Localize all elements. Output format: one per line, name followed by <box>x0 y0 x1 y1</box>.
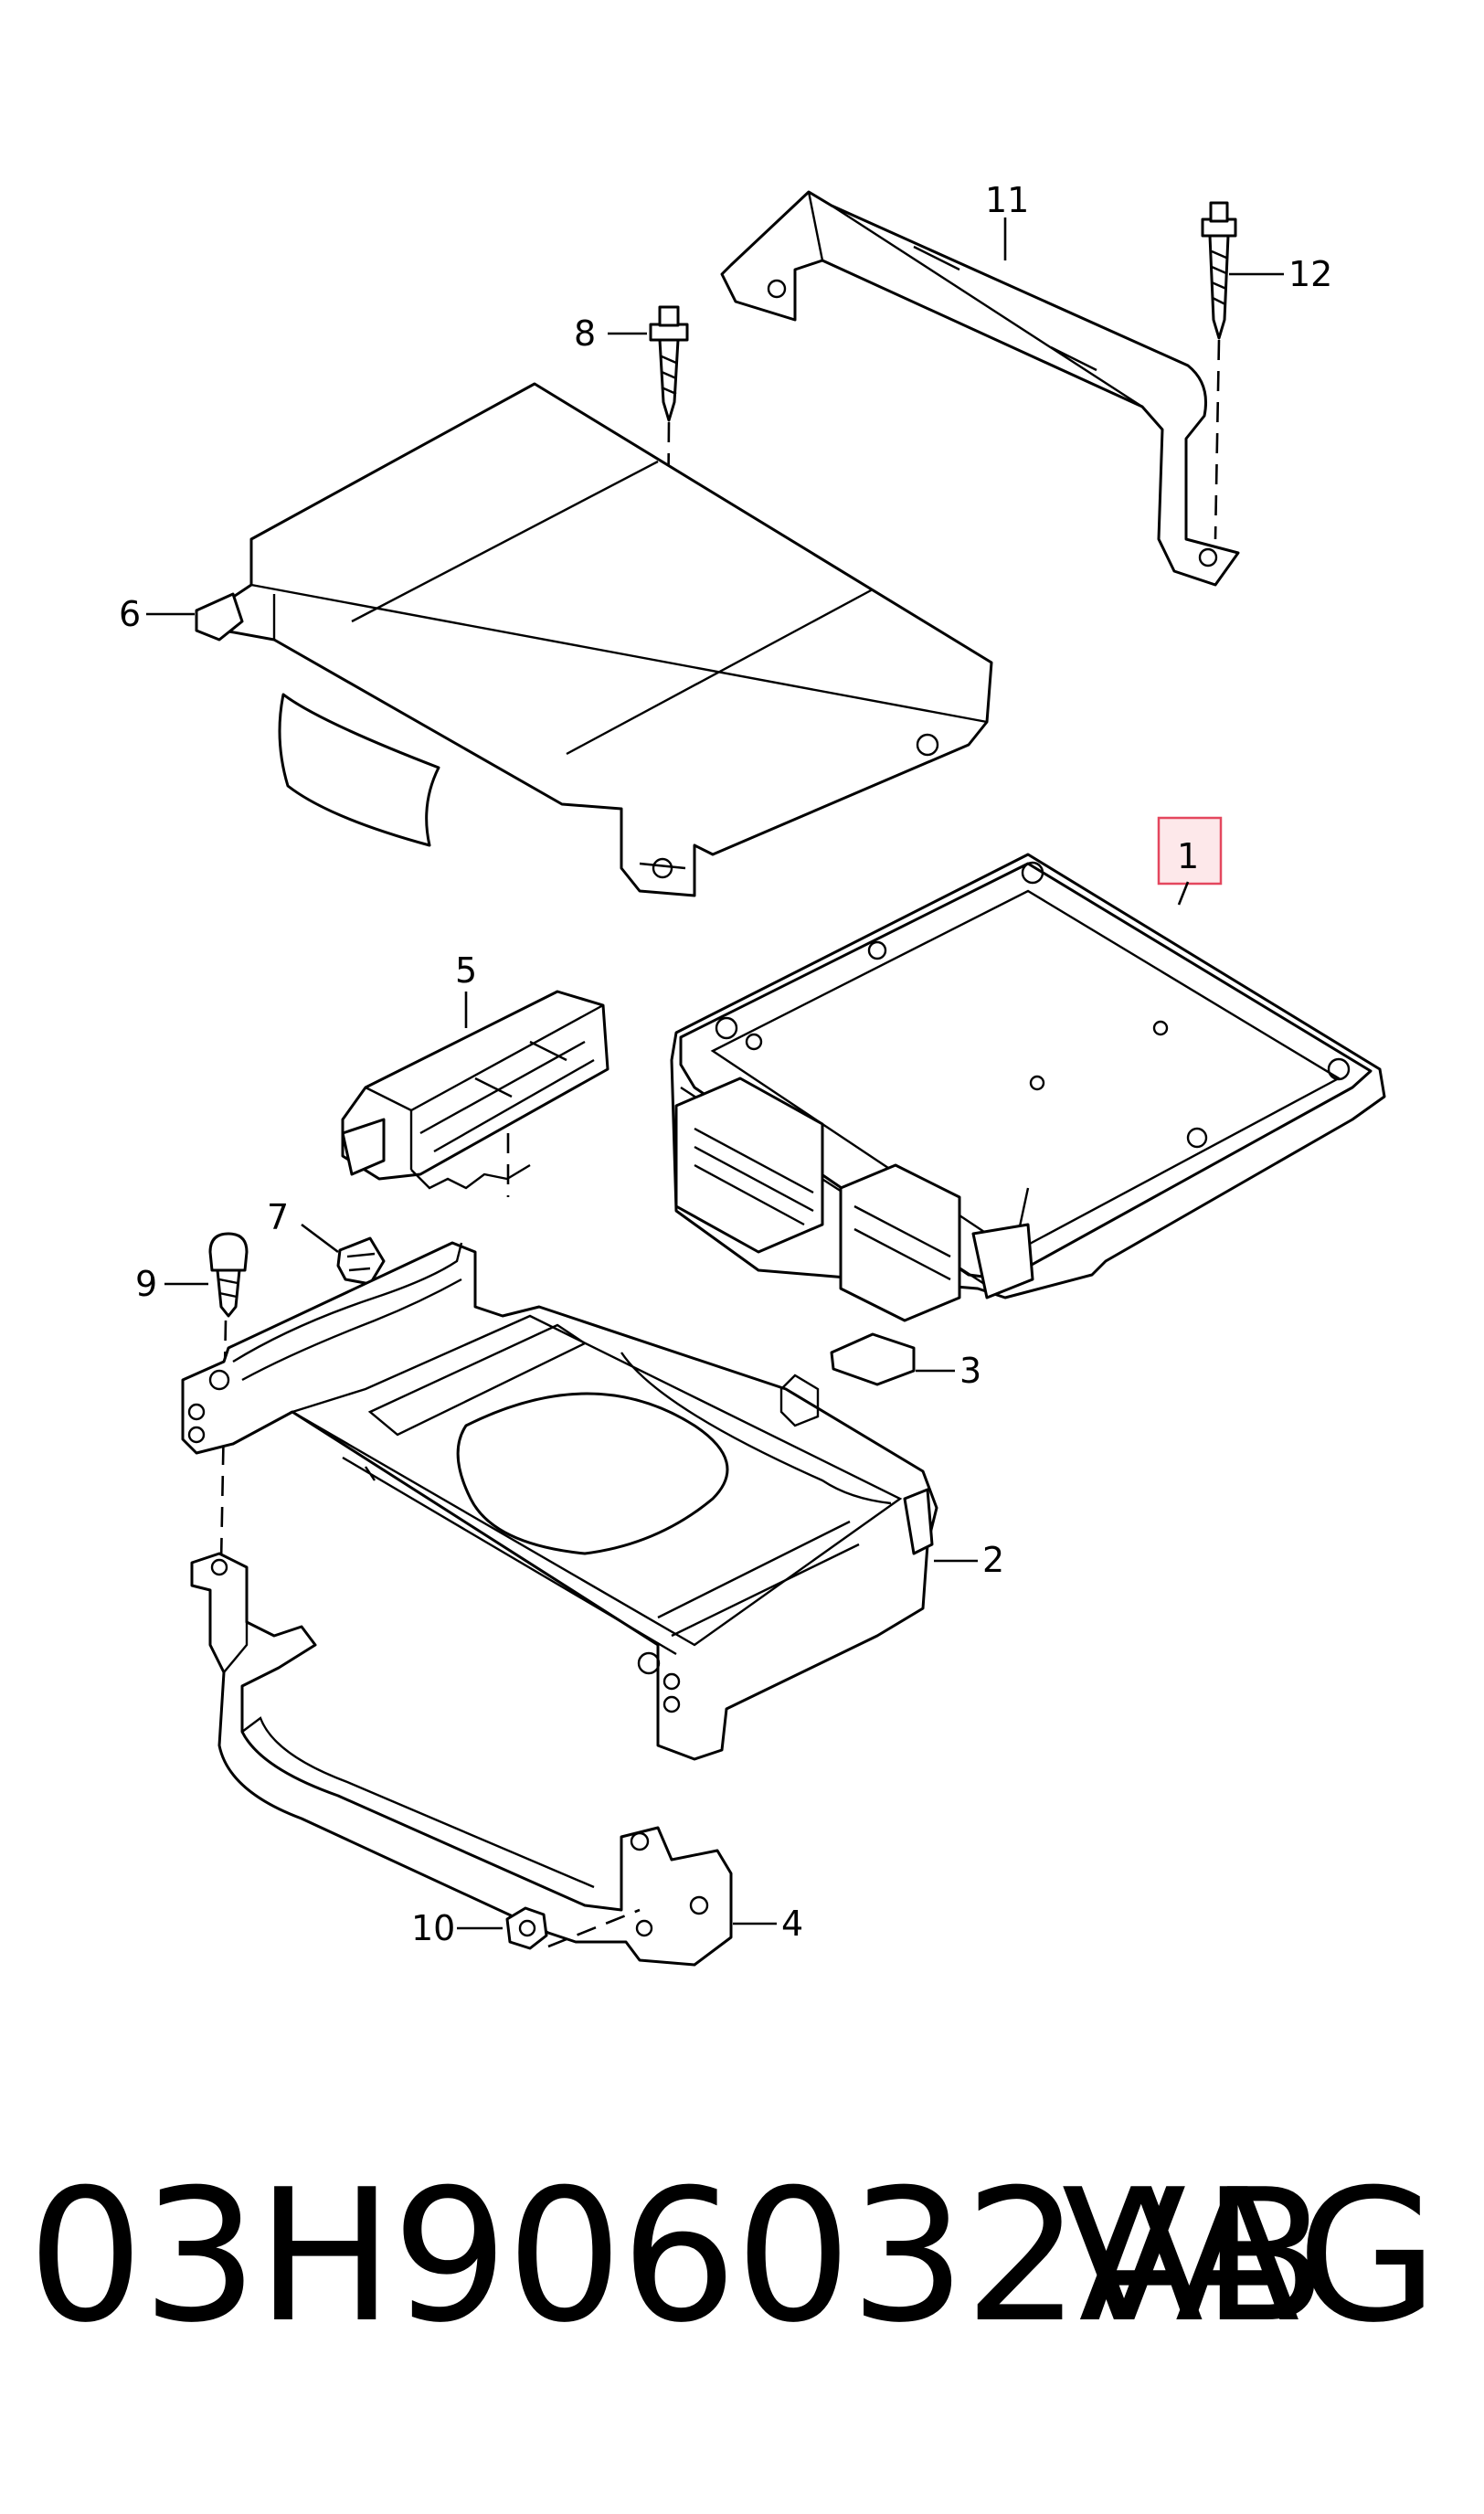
part-12-screw <box>1201 201 1284 540</box>
part-2-mounting-tray <box>181 1241 978 1761</box>
brand-name: VAG <box>1061 2150 1438 2363</box>
callout-4: 4 <box>781 1904 803 1944</box>
part-11-bracket <box>720 190 1240 587</box>
callout-6: 6 <box>119 594 141 634</box>
callout-9: 9 <box>135 1264 157 1304</box>
part-1-ecu <box>670 816 1386 1322</box>
callout-8: 8 <box>574 313 596 354</box>
callout-11: 11 <box>985 180 1029 220</box>
callout-3: 3 <box>959 1351 981 1391</box>
part-6-cover <box>146 382 993 897</box>
callout-7: 7 <box>267 1197 289 1237</box>
caption-bar: 03H906032AB VAG <box>0 2157 1484 2358</box>
callout-1: 1 <box>1177 836 1199 876</box>
part-number: 03H906032AB <box>27 2150 1327 2363</box>
part-4-lower-bracket <box>190 1552 777 1967</box>
part-3-pad <box>779 1332 955 1427</box>
callout-10: 10 <box>411 1908 455 1948</box>
part-7-clip <box>301 1223 386 1286</box>
exploded-parts-diagram: 1 2 3 4 5 6 7 8 9 10 11 12 <box>119 180 1386 1967</box>
part-10-nut <box>457 1906 641 1950</box>
part-5-connector-housing <box>341 990 610 1197</box>
callout-1-highlight <box>1157 816 1223 886</box>
callout-2: 2 <box>982 1540 1004 1580</box>
callout-12: 12 <box>1288 254 1332 294</box>
callout-5: 5 <box>455 950 477 991</box>
